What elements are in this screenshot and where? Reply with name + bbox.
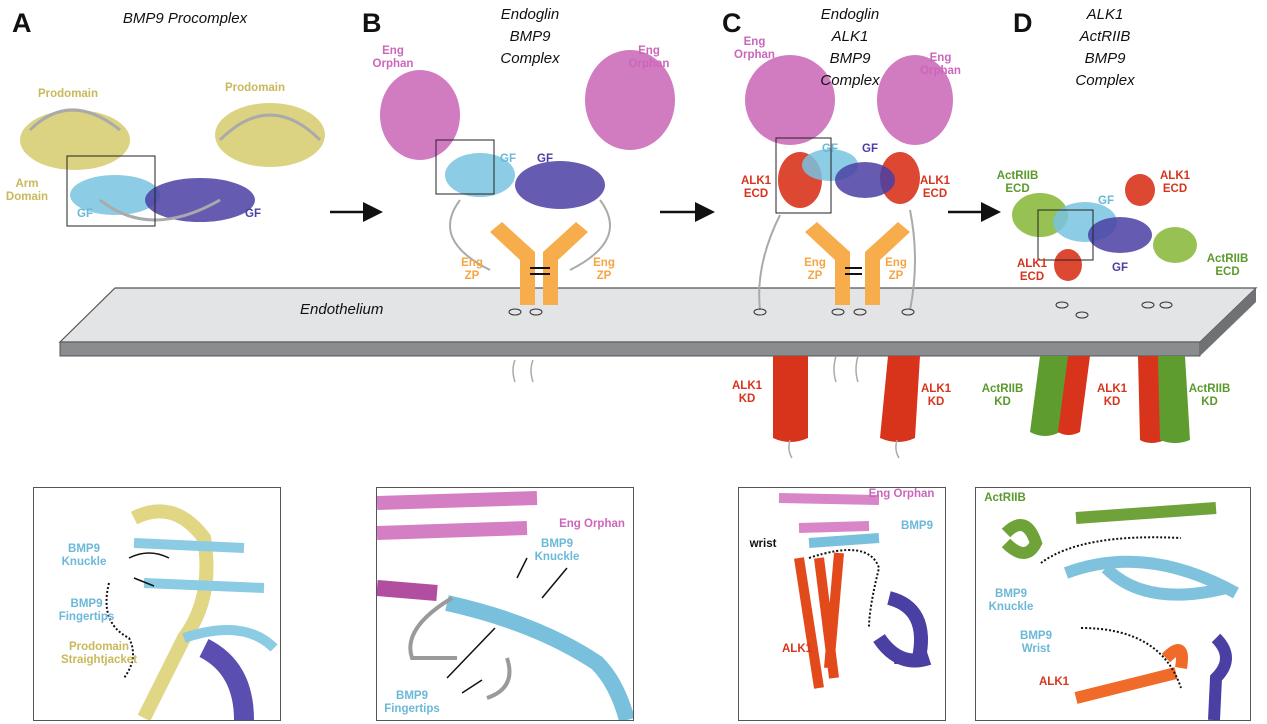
bmp9-procomplex-structure: [20, 103, 325, 227]
label-actriib-ecd-d-right: ActRIIB ECD: [1206, 253, 1249, 278]
label-actriib-kd-d-right: ActRIIB KD: [1188, 383, 1231, 408]
panel-letter-c: C: [722, 8, 742, 38]
label-eng-zp-b-right: Eng ZP: [593, 257, 615, 282]
label-gf-a-left: GF: [77, 208, 93, 220]
inset-d-knuckle-label: BMP9 Knuckle: [988, 588, 1034, 613]
alk1-kd-d-left: [1058, 356, 1090, 435]
label-alk1-ecd-c-right: ALK1 ECD: [919, 175, 951, 200]
alk1-actriib-bmp9-structure: [1012, 174, 1197, 443]
label-eng-orphan-c-left: Eng Orphan: [734, 36, 775, 61]
eng-zp-left: [490, 222, 535, 305]
label-alk1-ecd-d-left: ALK1 ECD: [1016, 258, 1048, 283]
label-gf-b-right: GF: [537, 153, 553, 165]
label-actriib-ecd-d-left: ActRIIB ECD: [996, 170, 1039, 195]
inset-c-alk1-label: ALK1: [781, 643, 813, 655]
eng-zp-right: [543, 222, 588, 305]
alk1-kd-right: [880, 356, 920, 442]
label-eng-orphan-c-right: Eng Orphan: [920, 52, 961, 77]
actriib-kd-right: [1158, 356, 1190, 443]
label-eng-zp-b-left: Eng ZP: [461, 257, 483, 282]
inset-d-alk1-label: ALK1: [1038, 676, 1070, 688]
inset-b: Eng Orphan BMP9 Knuckle BMP9 Fingertips: [376, 487, 634, 721]
inset-a-knuckle-label: BMP9 Knuckle: [61, 543, 107, 568]
label-gf-b-left: GF: [500, 153, 516, 165]
label-alk1-ecd-c-left: ALK1 ECD: [740, 175, 772, 200]
inset-c-orphan-label: Eng Orphan: [868, 488, 935, 500]
inset-a: BMP9 Knuckle BMP9 Fingertips Prodomain S…: [33, 487, 281, 721]
label-gf-d-bottom: GF: [1112, 262, 1128, 274]
label-gf-c-left: GF: [822, 143, 838, 155]
inset-c-bmp9-top-label: BMP9: [901, 520, 933, 532]
panel-letter-a: A: [12, 8, 32, 38]
inset-b-knuckle-label: BMP9 Knuckle: [534, 538, 580, 563]
inset-c-bmp9-bottom-label: BMP9: [893, 655, 926, 667]
actriib-kd-left: [1030, 356, 1070, 436]
label-alk1-kd-c-left: ALK1 KD: [731, 380, 763, 405]
label-alk1-kd-c-right: ALK1 KD: [920, 383, 952, 408]
inset-c: Eng Orphan BMP9 wrist ALK1 BMP9: [738, 487, 946, 721]
panel-title-c: Endoglin ALK1 BMP9 Complex: [820, 6, 880, 89]
alk1-kd-d-right: [1138, 356, 1165, 443]
label-prodomain-left: Prodomain: [37, 88, 99, 100]
label-eng-zp-c-right: Eng ZP: [885, 257, 907, 282]
panel-title-b: Endoglin BMP9 Complex: [500, 6, 560, 67]
inset-a-fingertips-label: BMP9 Fingertips: [58, 598, 115, 623]
panel-title-a: BMP9 Procomplex: [122, 10, 248, 27]
alk1-kd-left: [773, 356, 808, 442]
panel-title-d: ALK1 ActRIIB BMP9 Complex: [1075, 6, 1135, 89]
endothelium-membrane: [58, 287, 1258, 357]
label-actriib-kd-d-left: ActRIIB KD: [981, 383, 1024, 408]
label-eng-orphan-b-left: Eng Orphan: [372, 45, 414, 70]
panel-letter-d: D: [1013, 8, 1033, 38]
inset-d-actriib-label: ActRIIB: [984, 492, 1026, 504]
label-alk1-ecd-d-right: ALK1 ECD: [1159, 170, 1191, 195]
inset-b-fingertips-label: BMP9 Fingertips: [384, 690, 440, 715]
membrane-label: Endothelium: [300, 301, 384, 318]
inset-a-straightjacket-label: Prodomain Straightjacket: [60, 641, 138, 666]
panel-letter-b: B: [362, 8, 382, 38]
label-gf-c-right: GF: [862, 143, 878, 155]
label-gf-a-right: GF: [245, 208, 261, 220]
label-eng-zp-c-left: Eng ZP: [804, 257, 826, 282]
label-arm-domain: Arm Domain: [5, 178, 49, 203]
endoglin-bmp9-structure: [380, 50, 675, 383]
inset-d-wrist-label: BMP9 Wrist: [1020, 630, 1052, 655]
label-gf-d-top: GF: [1098, 195, 1114, 207]
inset-c-wrist-label: wrist: [749, 538, 777, 550]
label-alk1-kd-d: ALK1 KD: [1096, 383, 1128, 408]
inset-b-orphan-label: Eng Orphan: [559, 518, 625, 530]
inset-d: ActRIIB BMP9 Knuckle BMP9 Wrist ALK1: [975, 487, 1251, 721]
endoglin-alk1-bmp9-structure: [745, 55, 953, 459]
label-eng-orphan-b-right: Eng Orphan: [628, 45, 670, 70]
label-prodomain-right: Prodomain: [224, 82, 286, 94]
